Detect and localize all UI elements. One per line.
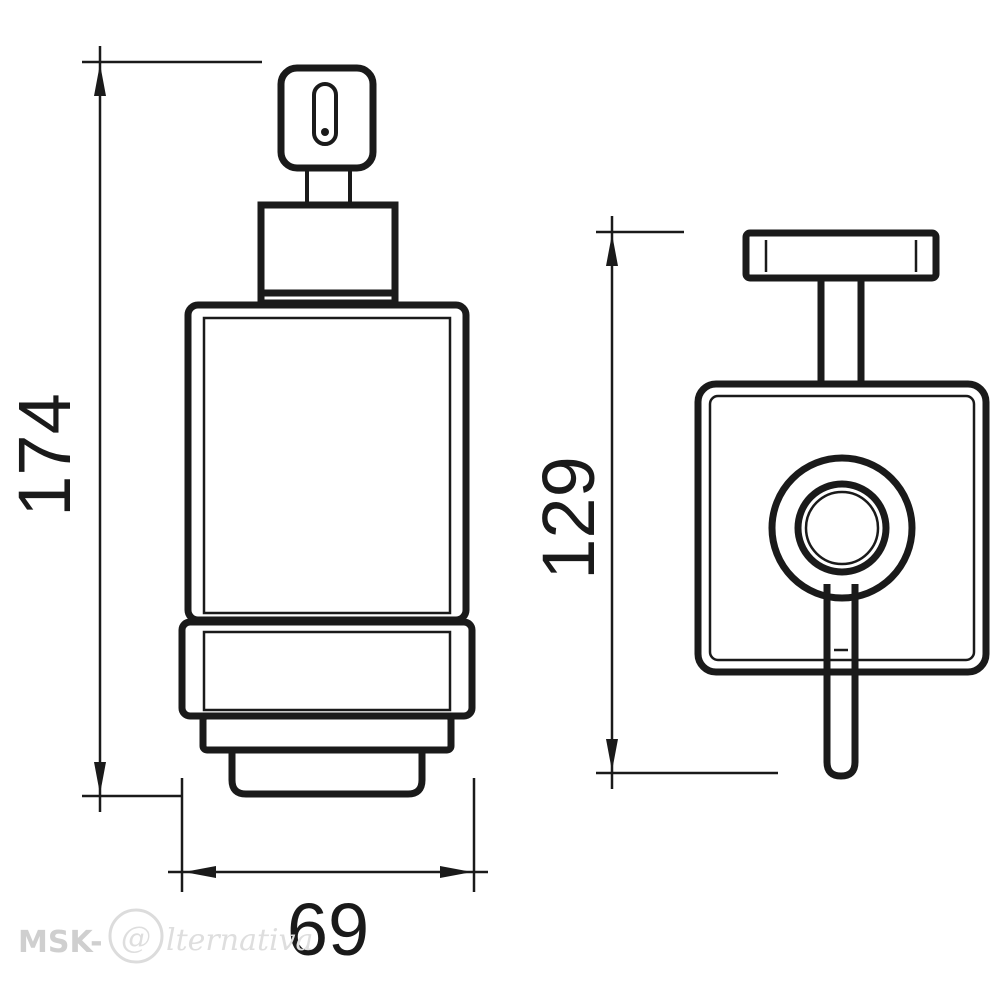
dimension-174: 174 [3, 46, 262, 812]
watermark-brand: MSK- [18, 925, 103, 960]
wall-plate [742, 229, 940, 282]
dimension-129: 129 [527, 216, 778, 789]
pump-lever [823, 584, 859, 780]
watermark-logo: MSK- @ lternativa [18, 908, 313, 964]
dimension-label-69: 69 [287, 888, 369, 971]
holder-square [694, 380, 990, 676]
bottle-body [184, 301, 470, 624]
pump-cap [277, 64, 377, 172]
bottle-base [178, 618, 476, 798]
side-view [694, 229, 990, 780]
dimension-label-129: 129 [527, 456, 610, 579]
front-view [178, 64, 476, 798]
pump-stem [305, 168, 352, 205]
holder-arm [817, 278, 865, 384]
pump-collar [257, 201, 399, 307]
dimension-69: 69 [168, 778, 488, 971]
watermark-suffix: lternativa [166, 923, 313, 958]
dimension-label-174: 174 [3, 393, 86, 516]
holder-ring [768, 454, 916, 602]
watermark-at-icon: @ [121, 921, 151, 956]
